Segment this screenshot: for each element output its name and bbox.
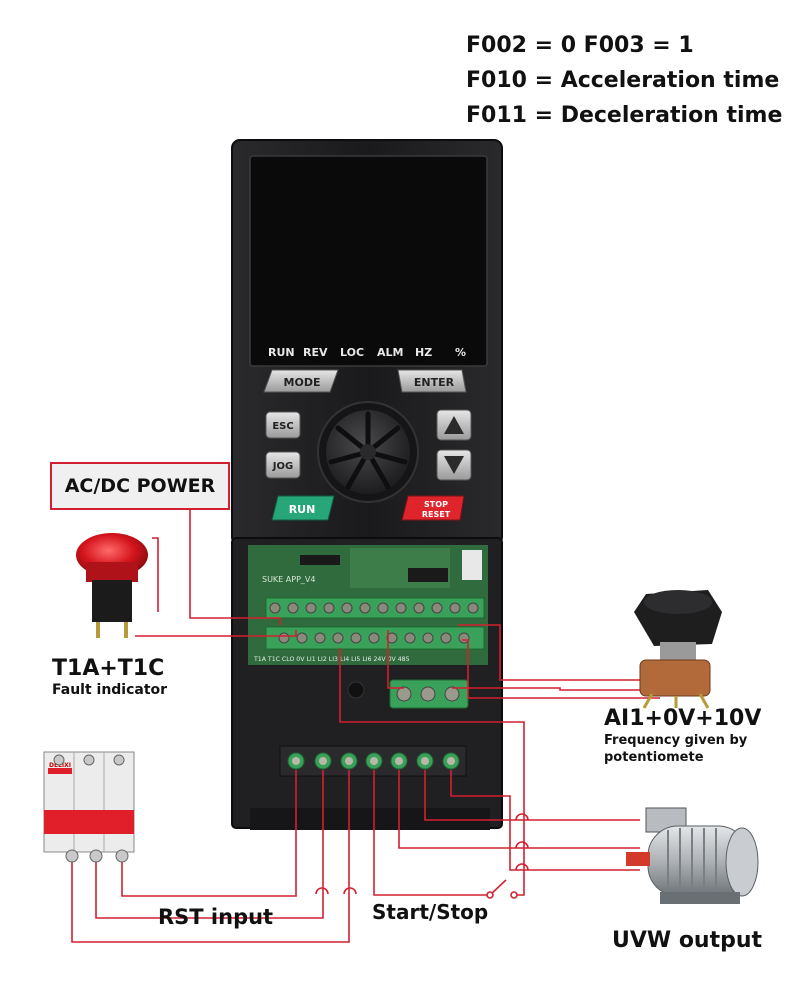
status-indicators: RUN REV LOC ALM HZ %: [268, 346, 466, 359]
wiring: [71, 510, 660, 943]
indicator-alm: ALM: [377, 346, 403, 359]
param-line-2: F010 = Acceleration time: [466, 68, 780, 93]
jog-button[interactable]: [265, 451, 301, 479]
potentiometer: [634, 590, 722, 709]
breaker-brand: DELIXI: [49, 762, 71, 769]
stop-reset-button[interactable]: [401, 495, 465, 521]
t1a-t1c-label: T1A+T1C: [52, 656, 165, 681]
power-terminal-block: [279, 745, 467, 777]
fault-indicator-label: Fault indicator: [52, 682, 168, 698]
arrow-down-icon: [444, 456, 464, 474]
indicator-hz: HZ: [415, 346, 432, 359]
run-button[interactable]: [271, 495, 335, 521]
ai1-label: AI1+0V+10V: [604, 706, 762, 731]
circuit-breaker: DELIXI: [43, 751, 135, 863]
uvw-output-label: UVW output: [612, 928, 763, 953]
jog-label: JOG: [272, 461, 293, 472]
rst-input-label: RST input: [158, 905, 274, 929]
lcd-display: [249, 155, 488, 367]
esc-button[interactable]: [265, 411, 301, 439]
reset-label: RESET: [422, 510, 451, 519]
indicator-loc: LOC: [340, 346, 364, 359]
run-label: RUN: [289, 503, 316, 516]
indicator-run: RUN: [268, 346, 295, 359]
param-line-1: F002 = 0 F003 = 1: [466, 33, 694, 58]
indicator-rev: REV: [303, 346, 328, 359]
terminal-labels: T1A T1C CLO 0V LI1 LI2 LI3 LI4 LI5 LI6 2…: [253, 656, 410, 663]
start-stop-label: Start/Stop: [372, 900, 489, 924]
mode-label: MODE: [284, 376, 321, 389]
param-line-3: F011 = Deceleration time: [466, 103, 783, 128]
esc-label: ESC: [272, 421, 293, 432]
ac-dc-power-label: AC/DC POWER: [50, 462, 230, 510]
indicator-percent: %: [455, 346, 466, 359]
dial-knob[interactable]: [317, 401, 419, 503]
control-board: SUKE APP_V4 T1A T1C CLO 0V LI1 LI2 LI3 L…: [248, 545, 488, 665]
mode-button[interactable]: [263, 369, 339, 393]
fault-indicator-lamp: [76, 533, 148, 638]
parameter-notes: F002 = 0 F003 = 1 F010 = Acceleration ti…: [466, 28, 782, 133]
frequency-label-line1: Frequency given by: [604, 733, 748, 748]
frequency-label-line2: potentiomete: [604, 750, 704, 765]
motor: [626, 807, 759, 904]
board-silkscreen: SUKE APP_V4: [262, 575, 315, 584]
analog-terminal-block: [347, 679, 469, 709]
enter-button[interactable]: [397, 369, 467, 393]
stop-label: STOP: [424, 500, 448, 509]
arrow-up-icon: [444, 416, 464, 434]
keypad: MODE ENTER ESC JOG RUN: [263, 369, 472, 521]
enter-label: ENTER: [414, 376, 455, 389]
